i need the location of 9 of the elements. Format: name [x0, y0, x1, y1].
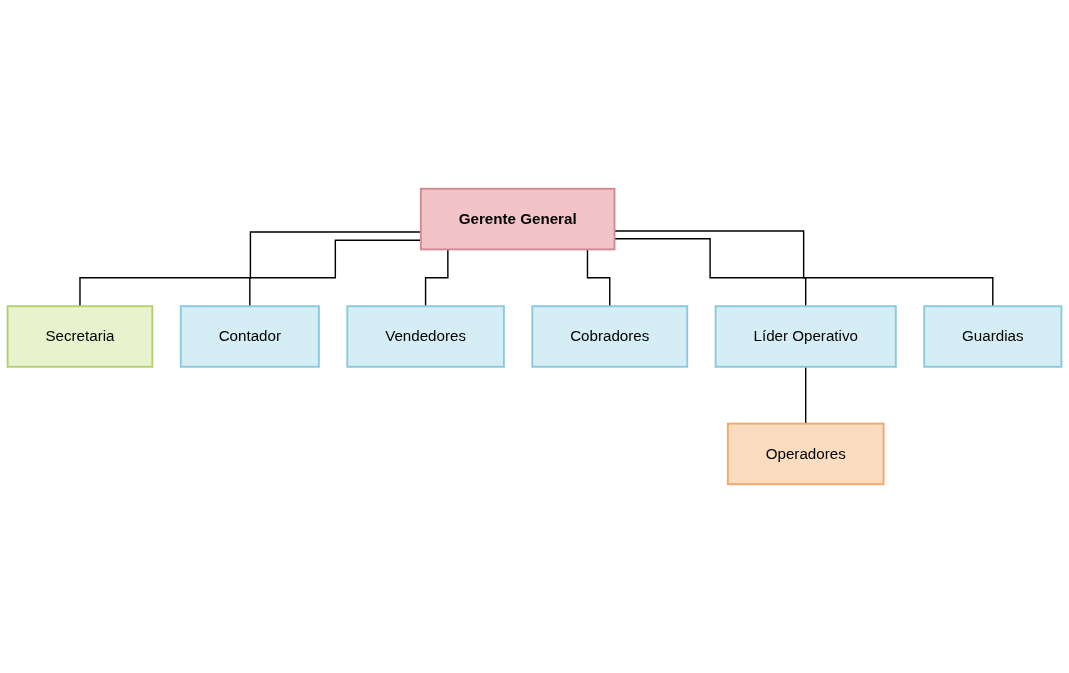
node-box: Cobradores — [531, 305, 689, 368]
node-box: Operadores — [726, 422, 885, 486]
node-box: Guardias — [923, 305, 1063, 368]
node-box: Vendedores — [346, 305, 505, 368]
node-box: Contador — [179, 305, 320, 368]
node-box: Gerente General — [419, 187, 616, 251]
node-box: Secretaria — [6, 305, 154, 368]
node-box: Líder Operativo — [714, 305, 897, 368]
connector — [805, 366, 807, 425]
